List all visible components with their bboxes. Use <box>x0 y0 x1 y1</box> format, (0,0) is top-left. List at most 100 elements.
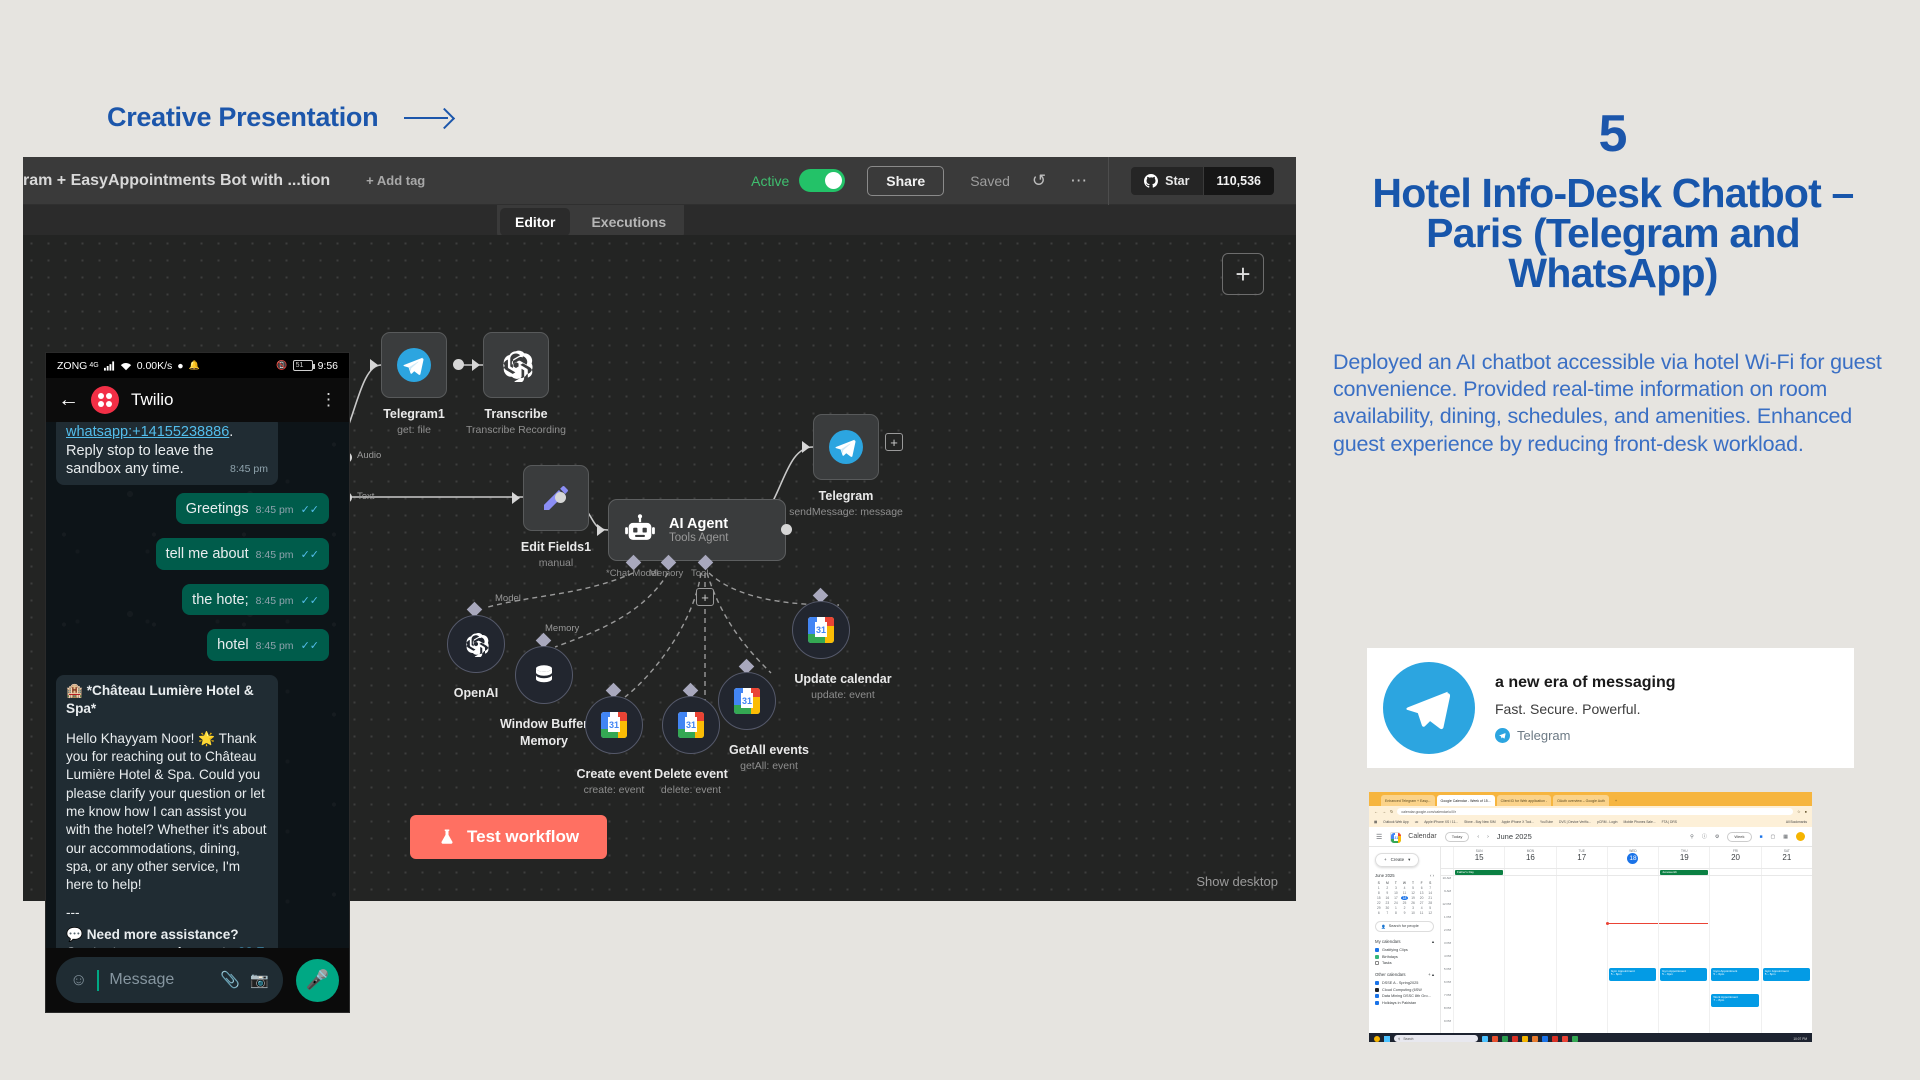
concierge-phone-link[interactable]: +33 7 12 34 56 78 <box>66 945 264 950</box>
weather-icon[interactable] <box>1374 1035 1380 1042</box>
share-button[interactable]: Share <box>867 165 945 196</box>
bookmark-item[interactable]: Apple iPhone XS / 11... <box>1424 820 1459 824</box>
add-tag-button[interactable]: + Add tag <box>366 173 426 188</box>
workflow-name[interactable]: ram + EasyAppointments Bot with ...tion <box>23 171 331 189</box>
url-input[interactable]: calendar.google.com/calendar/u/0/r <box>1397 808 1793 815</box>
node-update-calendar[interactable]: 31 <box>792 601 850 659</box>
message-list[interactable]: whatsapp:+14155238886. Reply stop to lea… <box>46 422 349 950</box>
more-dots-icon[interactable]: ⋯ <box>1070 170 1089 190</box>
emoji-icon[interactable]: ☺ <box>70 970 88 989</box>
start-icon[interactable] <box>1384 1035 1390 1042</box>
forward-icon[interactable]: → <box>1382 809 1386 814</box>
view-selector[interactable]: Week <box>1727 831 1752 842</box>
bookmark-item[interactable]: Apple iPhone X Tool... <box>1501 820 1534 824</box>
mini-nav[interactable]: ‹ › <box>1430 873 1434 878</box>
avatar[interactable] <box>1796 832 1805 841</box>
tab-editor[interactable]: Editor <box>500 208 571 236</box>
github-star-widget[interactable]: Star 110,536 <box>1131 166 1274 195</box>
help-icon[interactable]: ⓘ <box>1701 834 1707 840</box>
browser-tab[interactable]: Client ID for Web application - <box>1496 795 1552 806</box>
taskbar-clock[interactable]: 10:07 PM <box>1793 1036 1807 1041</box>
active-toggle-group[interactable]: Active <box>751 169 846 192</box>
apps-grid-icon[interactable]: ▦ <box>1374 820 1378 824</box>
my-calendars-header[interactable]: My calendars▴ <box>1375 939 1434 945</box>
checkbox[interactable] <box>1375 994 1379 998</box>
add-node-plus-icon[interactable]: + <box>885 433 903 451</box>
node-transcribe[interactable] <box>483 332 549 398</box>
all-bookmarks-label[interactable]: All Bookmarks <box>1785 820 1807 824</box>
taskbar-app-icon[interactable] <box>1482 1035 1488 1042</box>
calendar-list-item[interactable]: Data Mining DSSC 8th Gro... <box>1375 994 1434 998</box>
contact-name[interactable]: Twilio <box>131 390 174 409</box>
taskbar-app-icon[interactable] <box>1532 1035 1538 1042</box>
create-button[interactable]: +Create▾ <box>1375 853 1420 867</box>
port-out[interactable] <box>781 524 792 535</box>
calendar-list-item[interactable]: Tasks <box>1375 961 1434 965</box>
calendar-list-item[interactable]: Holidays in Pakistan <box>1375 1000 1434 1005</box>
test-workflow-button[interactable]: Test workflow <box>410 815 608 859</box>
node-window-buffer-memory[interactable] <box>515 646 573 704</box>
back-arrow-icon[interactable]: ← <box>58 388 79 411</box>
next-week-icon[interactable]: › <box>1487 833 1489 840</box>
taskbar-app-icon[interactable] <box>1562 1035 1568 1042</box>
bookmark-item[interactable]: Outlook Web App <box>1383 820 1409 824</box>
port-out[interactable] <box>555 492 566 503</box>
today-button[interactable]: Today <box>1444 831 1470 842</box>
taskbar-app-icon[interactable] <box>1572 1035 1578 1042</box>
bookmark-item[interactable]: DVS | Device Verific... <box>1558 820 1592 824</box>
browser-tab[interactable]: OAuth overview – Google Auth <box>1553 795 1609 806</box>
bookmark-star-icon[interactable]: ☆ <box>1796 809 1801 814</box>
history-icon[interactable]: ↺ <box>1031 170 1047 190</box>
prev-week-icon[interactable]: ‹ <box>1477 833 1480 840</box>
taskbar-app-icon[interactable] <box>1492 1035 1498 1042</box>
bookmark-item[interactable]: FTA | DRS <box>1661 820 1678 824</box>
add-tool-plus-icon[interactable]: + <box>696 588 714 606</box>
message-input[interactable]: ☺ Message 📎 📷 <box>56 957 283 1003</box>
calendar-list-item[interactable]: DSSE A - Spring2025 <box>1375 981 1434 985</box>
new-tab-button[interactable]: + <box>1614 798 1617 803</box>
kebab-menu-icon[interactable]: ⋮ <box>320 389 337 409</box>
calendar-list-item[interactable]: Gratifying Clips <box>1375 948 1434 952</box>
node-openai[interactable] <box>447 615 505 673</box>
checkbox[interactable] <box>1375 954 1379 959</box>
camera-icon[interactable]: 📷 <box>250 972 269 989</box>
taskbar-app-icon[interactable] <box>1502 1035 1508 1042</box>
browser-tab[interactable]: Enhanced Telegram + Easy... <box>1381 795 1435 806</box>
bookmark-item[interactable]: Sfone - Buy New SIM <box>1464 820 1496 824</box>
bookmark-item[interactable]: uc <box>1414 820 1419 824</box>
all-day-event[interactable]: Father's Day <box>1455 869 1504 875</box>
hour-column[interactable] <box>1453 876 1504 1033</box>
active-toggle[interactable] <box>799 169 846 192</box>
search-icon[interactable]: ⚲ <box>1690 833 1694 840</box>
node-create-event[interactable]: 31 <box>585 696 643 754</box>
show-desktop-label[interactable]: Show desktop <box>1196 874 1278 889</box>
microphone-icon[interactable]: 🎤 <box>296 958 339 1002</box>
tab-executions[interactable]: Executions <box>591 214 667 230</box>
bookmark-item[interactable]: YouTube <box>1539 820 1553 824</box>
browser-tab-active[interactable]: Google Calendar - Week of 15... <box>1436 795 1495 806</box>
checkbox[interactable] <box>1375 981 1379 985</box>
settings-gear-icon[interactable]: ⚙ <box>1714 833 1720 840</box>
all-day-event[interactable]: Juneteenth <box>1660 869 1709 875</box>
taskbar-app-icon[interactable] <box>1542 1035 1548 1042</box>
taskbar-app-icon[interactable] <box>1552 1035 1558 1042</box>
calendar-list-item[interactable]: Birthdays <box>1375 954 1434 959</box>
calendar-list-item[interactable]: Cloud Computing (6SW <box>1375 987 1434 992</box>
node-ai-agent[interactable]: AI Agent Tools Agent <box>608 499 786 561</box>
checkbox[interactable] <box>1375 1000 1379 1005</box>
checkbox[interactable] <box>1375 961 1379 965</box>
taskbar-app-icon[interactable] <box>1522 1035 1528 1042</box>
